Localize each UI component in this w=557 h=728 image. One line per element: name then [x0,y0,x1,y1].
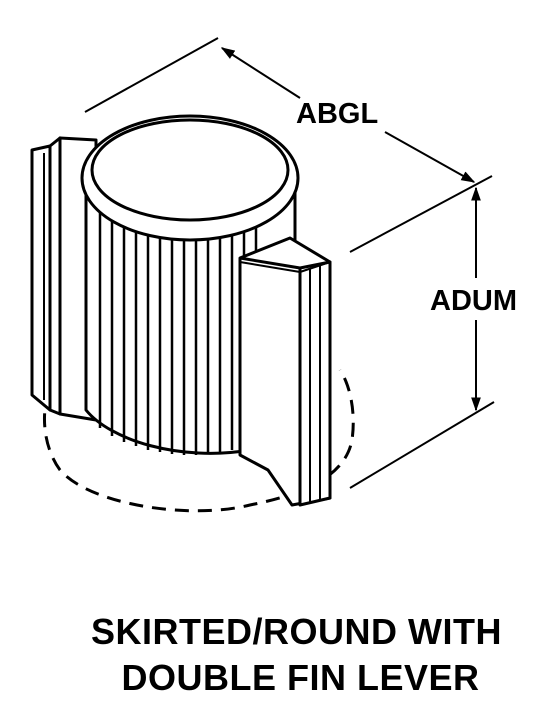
abgl-arrow-lower [384,131,476,183]
right-fin [238,236,332,507]
adum-extension-bottom [349,401,495,489]
adum-label: ADUM [430,285,517,317]
knob-top-face [90,118,290,222]
adum-dimension [349,186,495,489]
abgl-label: ABGL [296,98,378,130]
abgl-arrow-upper [220,47,301,99]
knob-body [30,114,355,513]
caption-line-2: DOUBLE FIN LEVER [121,657,480,698]
abgl-extension-left [84,37,219,113]
skirt-outline [43,369,355,513]
abgl-extension-right [349,175,493,253]
abgl-dimension [84,37,493,253]
caption-line-1: SKIRTED/ROUND WITH [91,611,502,652]
